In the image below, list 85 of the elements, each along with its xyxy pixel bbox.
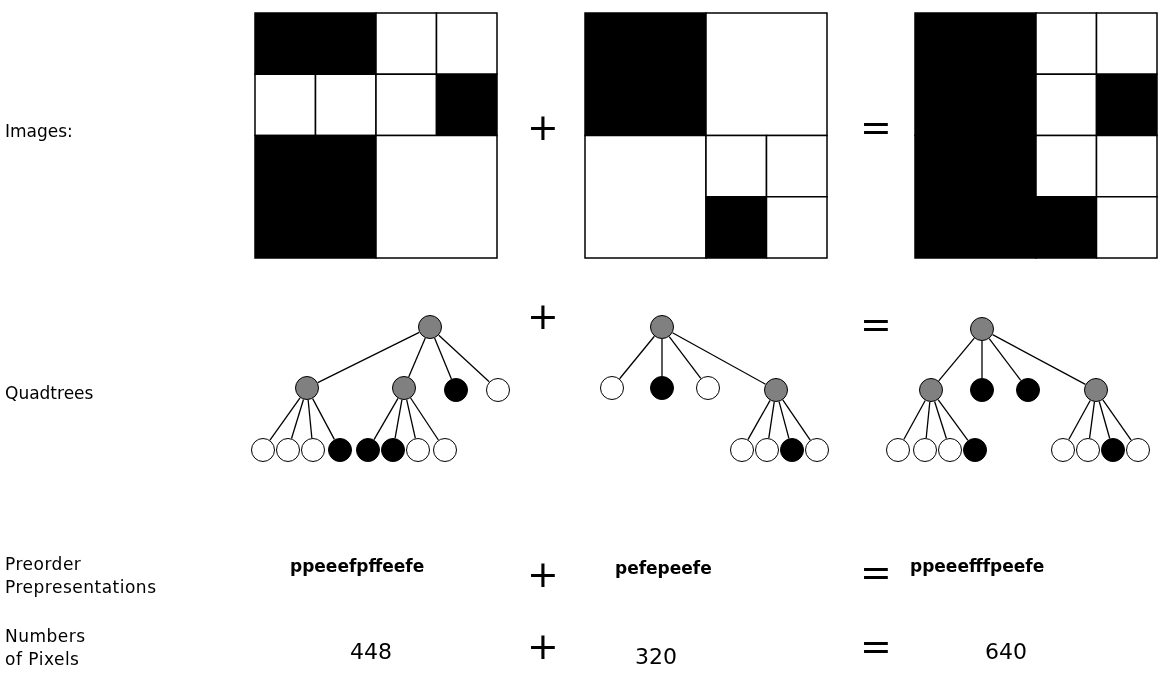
tree-edge <box>312 397 335 441</box>
tree-node <box>938 438 962 462</box>
pixel-count: 320 <box>635 643 677 671</box>
tree-edge <box>933 400 948 440</box>
tree-node <box>755 438 779 462</box>
tree-node <box>696 376 720 400</box>
tree-edge <box>782 399 811 441</box>
tree-edge <box>671 332 767 385</box>
tree-edge <box>768 401 775 439</box>
tree-node <box>764 378 788 402</box>
tree-node <box>418 315 442 339</box>
tree-node <box>919 378 943 402</box>
tree-edge <box>1068 399 1091 441</box>
pixel-count: 640 <box>985 638 1027 666</box>
equals-sign: = <box>860 108 892 146</box>
tree-node <box>251 438 275 462</box>
tree-node <box>356 438 380 462</box>
tree-node <box>1051 438 1075 462</box>
tree-node <box>1101 438 1125 462</box>
tree-node <box>886 438 910 462</box>
tree-edge <box>408 337 426 378</box>
pixel-count: 448 <box>350 638 392 666</box>
tree-edge <box>991 334 1087 385</box>
tree-edge <box>438 334 490 383</box>
tree-node <box>433 438 457 462</box>
tree-node <box>328 438 352 462</box>
preorder-string: ppeeefffpeefe <box>910 555 1045 578</box>
row-label: Preorder Prepresentations <box>5 553 155 599</box>
tree-node <box>1084 378 1108 402</box>
tree-node <box>970 378 994 402</box>
tree-edge <box>394 399 403 439</box>
plus-sign: + <box>527 627 559 665</box>
preorder-string: pefepeefe <box>615 557 712 580</box>
tree-node <box>301 438 325 462</box>
tree-edge <box>661 338 663 377</box>
tree-node <box>276 438 300 462</box>
tree-edge <box>1102 399 1132 441</box>
row-label: Numbers of Pixels <box>5 625 87 671</box>
tree-edge <box>406 399 416 439</box>
row-label: Quadtrees <box>5 382 94 405</box>
equals-sign: = <box>860 553 892 591</box>
plus-sign: + <box>527 108 559 146</box>
tree-edge <box>938 337 975 382</box>
tree-node <box>1126 438 1150 462</box>
row-label: Images: <box>5 120 73 143</box>
tree-edge <box>747 399 771 441</box>
plus-sign: + <box>527 297 559 335</box>
tree-edge <box>307 399 313 439</box>
tree-node <box>780 438 804 462</box>
tree-node <box>913 438 937 462</box>
tree-edge <box>1088 401 1096 439</box>
tree-node <box>444 378 468 402</box>
tree-node <box>600 376 624 400</box>
tree-edge <box>290 398 305 440</box>
equals-sign: = <box>860 305 892 343</box>
tree-edge <box>988 337 1022 382</box>
tree-node <box>650 376 674 400</box>
tree-node <box>1076 438 1100 462</box>
tree-node <box>970 317 994 341</box>
tree-node <box>730 438 754 462</box>
tree-node <box>650 315 674 339</box>
tree-edge <box>778 400 790 440</box>
tree-edge <box>317 331 420 384</box>
tree-node <box>406 438 430 462</box>
tree-node <box>486 378 510 402</box>
tree-node <box>295 376 319 400</box>
tree-node <box>381 438 405 462</box>
tree-node <box>963 438 987 462</box>
equals-sign: = <box>860 627 892 665</box>
tree-edge <box>433 337 453 380</box>
tree-edge <box>981 340 983 379</box>
tree-node <box>1016 378 1040 402</box>
tree-edge <box>903 399 926 441</box>
tree-edge <box>937 399 969 441</box>
tree-node <box>392 376 416 400</box>
tree-edge <box>618 335 656 380</box>
tree-edge <box>1098 400 1111 440</box>
tree-edge <box>668 335 702 380</box>
tree-edge <box>269 397 301 441</box>
tree-node <box>805 438 829 462</box>
tree-edge <box>409 397 440 441</box>
tree-edge <box>925 401 931 439</box>
plus-sign: + <box>527 555 559 593</box>
tree-edge <box>373 397 399 441</box>
preorder-string: ppeeefpffeefe <box>290 555 425 578</box>
